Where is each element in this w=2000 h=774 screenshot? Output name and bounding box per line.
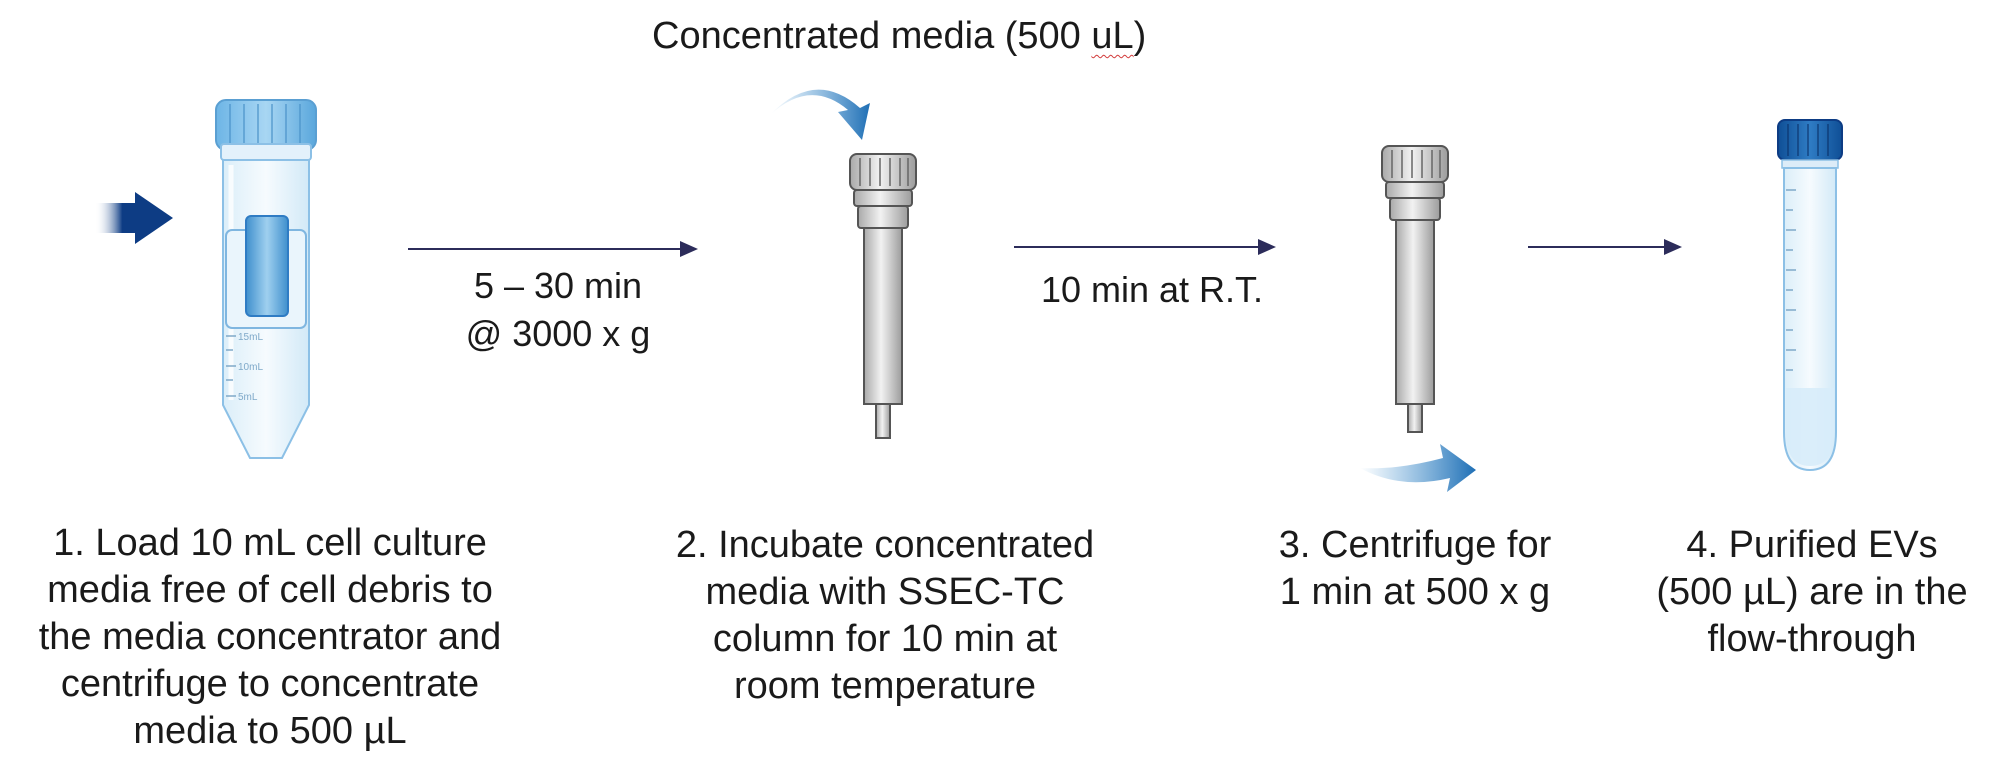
- process-arrow: [408, 241, 698, 257]
- step-4-caption: 4. Purified EVs (500 µL) are in the flow…: [1656, 524, 1968, 660]
- concentrated-media-label: Concentrated media (500 uL): [652, 15, 1147, 57]
- arrow-label-spin: 5 – 30 min @ 3000 x g: [465, 265, 651, 354]
- media-concentrator-tube-icon: 15mL 10mL 5mL: [215, 99, 317, 459]
- arrow-label-incubate: 10 min at R.T.: [1040, 269, 1264, 310]
- step-1-caption: 1. Load 10 mL cell culture media free of…: [38, 522, 502, 752]
- spin-column-icon: [1381, 145, 1449, 433]
- curved-arrow-icon: [1360, 444, 1476, 492]
- step-3-caption: 3. Centrifuge for 1 min at 500 x g: [1278, 524, 1552, 613]
- tube-mark: 10mL: [238, 362, 263, 373]
- collection-tube-icon: [1777, 119, 1843, 472]
- curved-arrow-icon: [770, 89, 870, 140]
- ssec-tc-column-icon: [849, 153, 917, 439]
- blue-block-arrow-icon: [95, 192, 173, 244]
- tube-mark: 5mL: [238, 392, 258, 403]
- process-arrow: [1528, 239, 1682, 255]
- graduation-marks: [226, 335, 236, 397]
- tube-mark: 15mL: [238, 332, 263, 343]
- process-arrow: [1014, 239, 1276, 255]
- step-2-caption: 2. Incubate concentrated media with SSEC…: [675, 524, 1095, 707]
